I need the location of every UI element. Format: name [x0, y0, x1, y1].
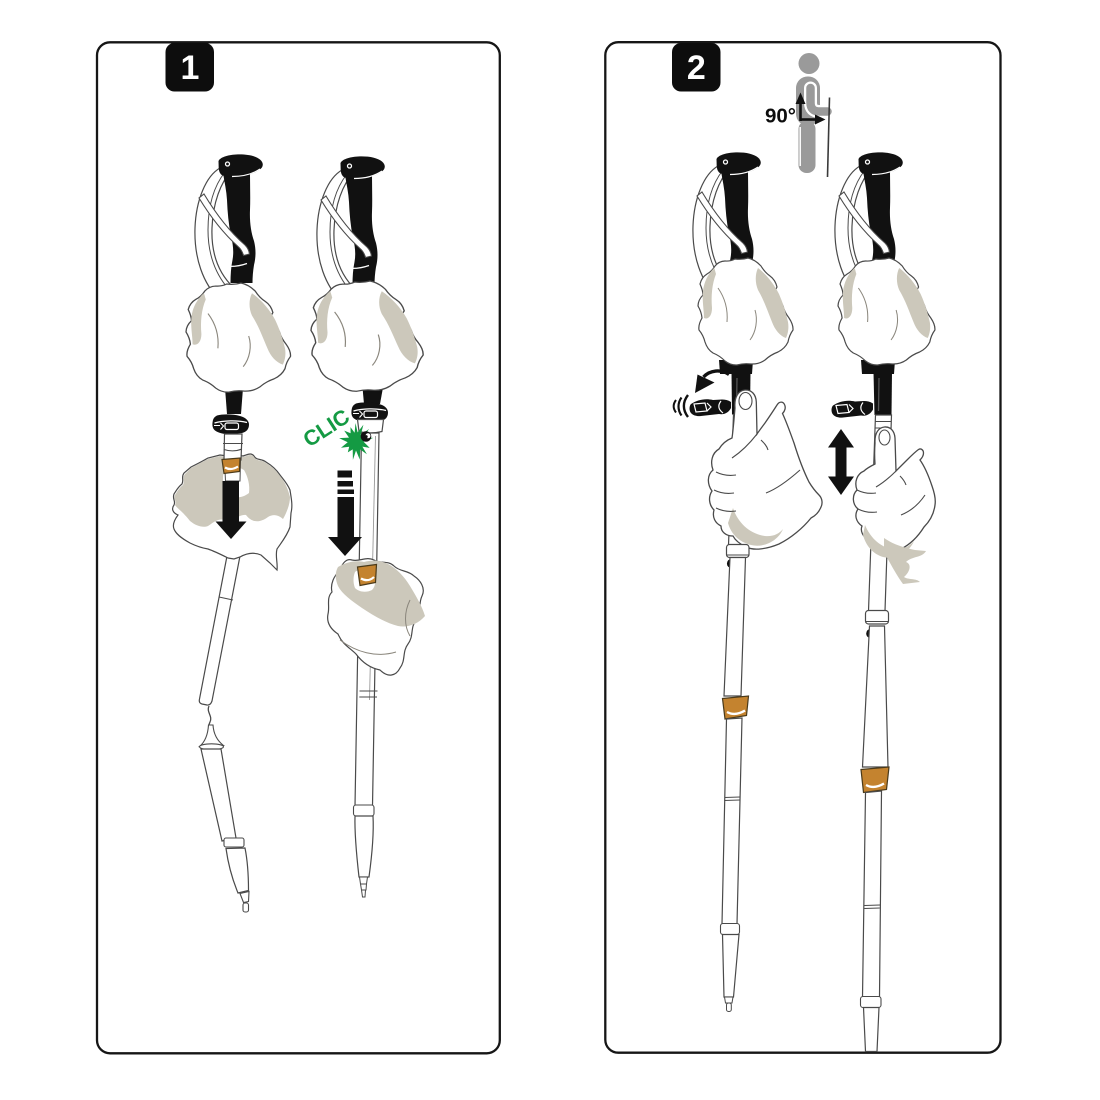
- svg-text:2: 2: [687, 49, 706, 87]
- svg-text:90°: 90°: [765, 105, 796, 128]
- svg-text:1: 1: [181, 49, 200, 87]
